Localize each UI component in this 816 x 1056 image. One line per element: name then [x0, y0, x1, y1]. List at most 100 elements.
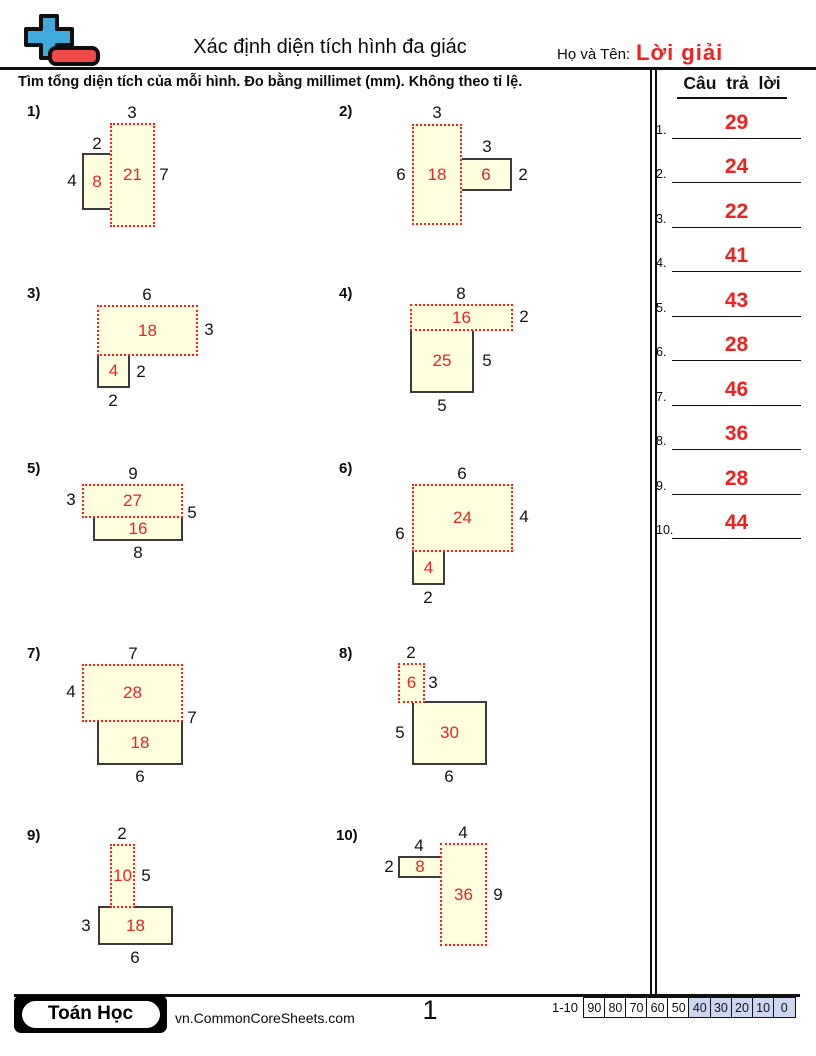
answer-blank-line: 24 [672, 155, 801, 184]
site-url: vn.CommonCoreSheets.com [175, 1010, 355, 1026]
answer-number: 5. [656, 300, 667, 315]
answers-heading-wrap: Câu trả lời [652, 73, 812, 99]
dimension-label: 6 [130, 948, 140, 967]
shape-rect: 18 [98, 906, 173, 945]
brand-badge: Toán Học [14, 995, 167, 1033]
shape-rect: 18 [97, 720, 183, 765]
problem-label: 6) [339, 460, 353, 477]
dimension-label: 6 [396, 165, 406, 184]
problem-label: 4) [339, 285, 353, 302]
dimension-label: 5 [437, 396, 447, 415]
shape-rect: 21 [110, 123, 155, 227]
answer-blank-line: 44 [672, 511, 801, 540]
problem-label: 9) [27, 827, 41, 844]
area-value: 4 [423, 557, 434, 577]
column-separator-left [650, 67, 652, 996]
dimension-label: 9 [128, 464, 138, 483]
area-value: 24 [453, 508, 472, 527]
answer-number: 8. [656, 434, 667, 449]
answer-row: 1.29 [656, 111, 802, 139]
dimension-label: 2 [518, 165, 528, 184]
score-cell: 40 [688, 997, 712, 1018]
problem-label: 10) [336, 827, 358, 844]
score-cell: 50 [667, 997, 691, 1018]
answer-value: 41 [724, 244, 749, 268]
area-value: 4 [108, 361, 119, 380]
dimension-label: 2 [384, 857, 394, 876]
dimension-label: 5 [482, 351, 492, 370]
score-cell: 10 [751, 997, 775, 1018]
shape-rect: 18 [412, 124, 462, 225]
score-cell: 70 [625, 997, 648, 1018]
area-value: 10 [113, 866, 132, 885]
dimension-label: 4 [519, 507, 529, 526]
answer-number: 9. [656, 478, 667, 493]
area-value: 8 [415, 857, 425, 876]
problem-label: 5) [27, 460, 41, 477]
answers-heading: Câu trả lời [677, 73, 787, 99]
answer-row: 10.44 [656, 511, 802, 540]
column-separator-right [654, 67, 657, 996]
dimension-label: 3 [482, 137, 492, 156]
dimension-label: 3 [127, 103, 137, 122]
score-cell: 0 [772, 997, 796, 1018]
answer-blank-line: 29 [672, 111, 801, 139]
dimension-label: 3 [66, 490, 76, 509]
shape-rect: 18 [97, 305, 198, 356]
area-value: 28 [123, 683, 142, 702]
answer-row: 3.22 [656, 200, 802, 228]
answer-value: 24 [724, 155, 749, 179]
dimension-label: 8 [456, 284, 466, 303]
answer-value: 44 [724, 511, 749, 535]
shape-rect: 25 [410, 329, 474, 393]
area-value: 18 [130, 732, 150, 752]
answer-blank-line: 28 [672, 333, 801, 362]
answer-number: 3. [656, 211, 667, 226]
answer-blank-line: 43 [672, 289, 801, 317]
shape-rect: 8 [398, 856, 442, 878]
score-cell: 80 [604, 997, 627, 1018]
shape-rect: 10 [110, 844, 135, 908]
dimension-label: 6 [457, 464, 467, 483]
answer-number: 1. [656, 123, 667, 137]
answer-number: 2. [656, 167, 667, 182]
area-value: 18 [427, 164, 447, 184]
answer-value: 28 [724, 466, 749, 490]
answer-blank-line: 22 [672, 200, 801, 228]
answer-row: 5.43 [656, 289, 802, 317]
area-value: 8 [92, 171, 102, 191]
area-value: 36 [454, 884, 473, 904]
answer-row: 6.28 [656, 333, 802, 362]
answer-value: 22 [724, 199, 749, 223]
score-cell: 90 [583, 997, 606, 1018]
shape-rect: 24 [412, 484, 513, 552]
dimension-label: 4 [67, 171, 77, 190]
problem-label: 1) [27, 103, 41, 120]
answer-number: 4. [656, 256, 667, 271]
dimension-label: 8 [133, 543, 143, 562]
dimension-label: 3 [428, 673, 438, 692]
dimension-label: 4 [66, 682, 76, 701]
answer-row: 7.46 [656, 378, 802, 406]
dimension-label: 2 [519, 307, 529, 326]
dimension-label: 5 [141, 866, 151, 885]
page-number: 1 [422, 995, 438, 1025]
area-value: 16 [452, 307, 471, 327]
answer-row: 4.41 [656, 244, 802, 273]
area-value: 18 [126, 915, 145, 935]
problem-label: 8) [339, 645, 353, 662]
answer-blank-line: 41 [672, 244, 801, 273]
area-value: 6 [406, 673, 417, 692]
shape-rect: 16 [93, 516, 183, 541]
header-divider [0, 67, 816, 70]
brand-badge-label: Toán Học [21, 1000, 160, 1028]
answer-number: 10. [656, 523, 674, 538]
dimension-label: 9 [493, 885, 503, 904]
score-cell: 60 [646, 997, 669, 1018]
dimension-label: 5 [395, 723, 405, 742]
plus-minus-logo-icon [24, 14, 100, 66]
answer-row: 2.24 [656, 155, 802, 184]
shape-rect: 27 [82, 484, 183, 518]
shape-rect: 6 [460, 158, 512, 191]
